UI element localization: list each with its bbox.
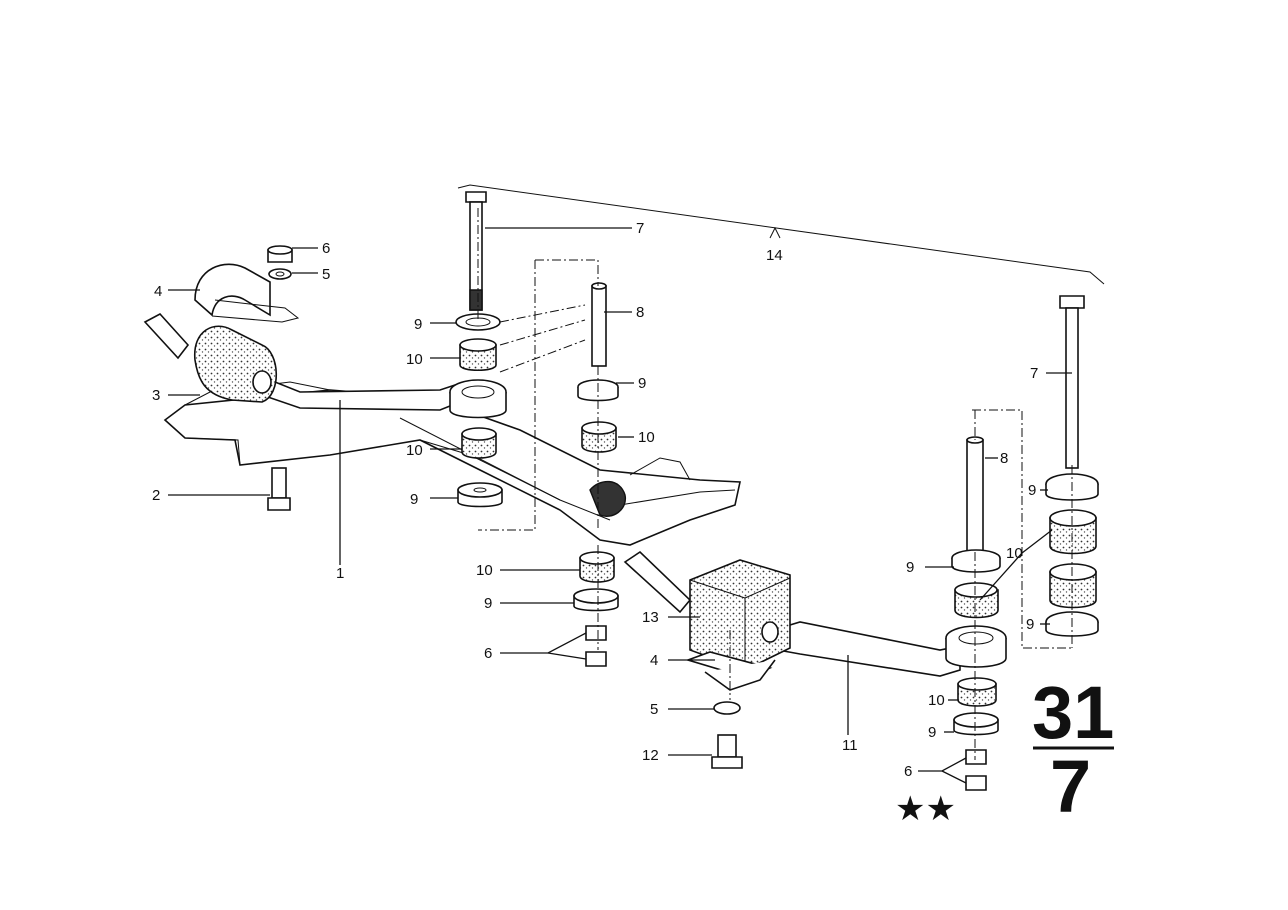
callout-14: 14 bbox=[766, 247, 783, 264]
center-link-assembly bbox=[449, 191, 619, 667]
star-marker: ★★ bbox=[895, 789, 956, 829]
callout-9-right-bottom: 9 bbox=[928, 724, 936, 741]
callout-6-left: 6 bbox=[322, 240, 330, 257]
callout-9-right-top: 9 bbox=[1028, 482, 1036, 499]
callout-3: 3 bbox=[152, 387, 160, 404]
callout-10-right-lower: 10 bbox=[928, 692, 945, 709]
callout-6-lower: 6 bbox=[484, 645, 492, 662]
callout-9-right-lower: 9 bbox=[1026, 616, 1034, 633]
callout-5-left: 5 bbox=[322, 266, 330, 283]
callout-10-mid-left: 10 bbox=[406, 442, 423, 459]
callout-1: 1 bbox=[336, 565, 344, 582]
callout-9-lower: 9 bbox=[484, 595, 492, 612]
callout-6-right: 6 bbox=[904, 763, 912, 780]
callout-8-center: 8 bbox=[636, 304, 644, 321]
right-link-assembly bbox=[945, 295, 1099, 791]
callout-11: 11 bbox=[842, 737, 858, 754]
left-rubber-mount bbox=[194, 263, 300, 403]
leader-lines bbox=[168, 227, 1072, 784]
callout-2: 2 bbox=[152, 487, 160, 504]
callout-7-right: 7 bbox=[1030, 365, 1038, 382]
callouts: 1 2 3 4 5 6 7 8 9 10 9 10 10 9 10 9 6 13… bbox=[152, 220, 1038, 780]
right-rubber-mount bbox=[685, 559, 791, 769]
callout-8-right: 8 bbox=[1000, 450, 1008, 467]
callout-13: 13 bbox=[642, 609, 659, 626]
left-clamp-nut-washer bbox=[267, 245, 293, 280]
callout-7-center: 7 bbox=[636, 220, 644, 237]
callout-10-upper-left: 10 bbox=[406, 351, 423, 368]
group-code: 31 7 bbox=[1032, 671, 1114, 828]
left-bolt bbox=[267, 467, 291, 511]
assembly-bracket-14 bbox=[457, 184, 1105, 285]
alignment-lines bbox=[477, 208, 1073, 760]
callout-4-right: 4 bbox=[650, 652, 658, 669]
callout-4-left: 4 bbox=[154, 283, 162, 300]
callout-10-lower: 10 bbox=[476, 562, 493, 579]
callout-5-right: 5 bbox=[650, 701, 658, 718]
callout-9-upper-left: 9 bbox=[414, 316, 422, 333]
callout-10-upper-right: 10 bbox=[638, 429, 655, 446]
callout-9-mid-left: 9 bbox=[410, 491, 418, 508]
group-code-bottom: 7 bbox=[1050, 745, 1091, 828]
callout-9-right-mid: 9 bbox=[906, 559, 914, 576]
callout-12: 12 bbox=[642, 747, 659, 764]
callout-9-upper-right: 9 bbox=[638, 375, 646, 392]
group-code-top: 31 bbox=[1032, 671, 1114, 754]
callout-10-right: 10 bbox=[1006, 545, 1023, 562]
